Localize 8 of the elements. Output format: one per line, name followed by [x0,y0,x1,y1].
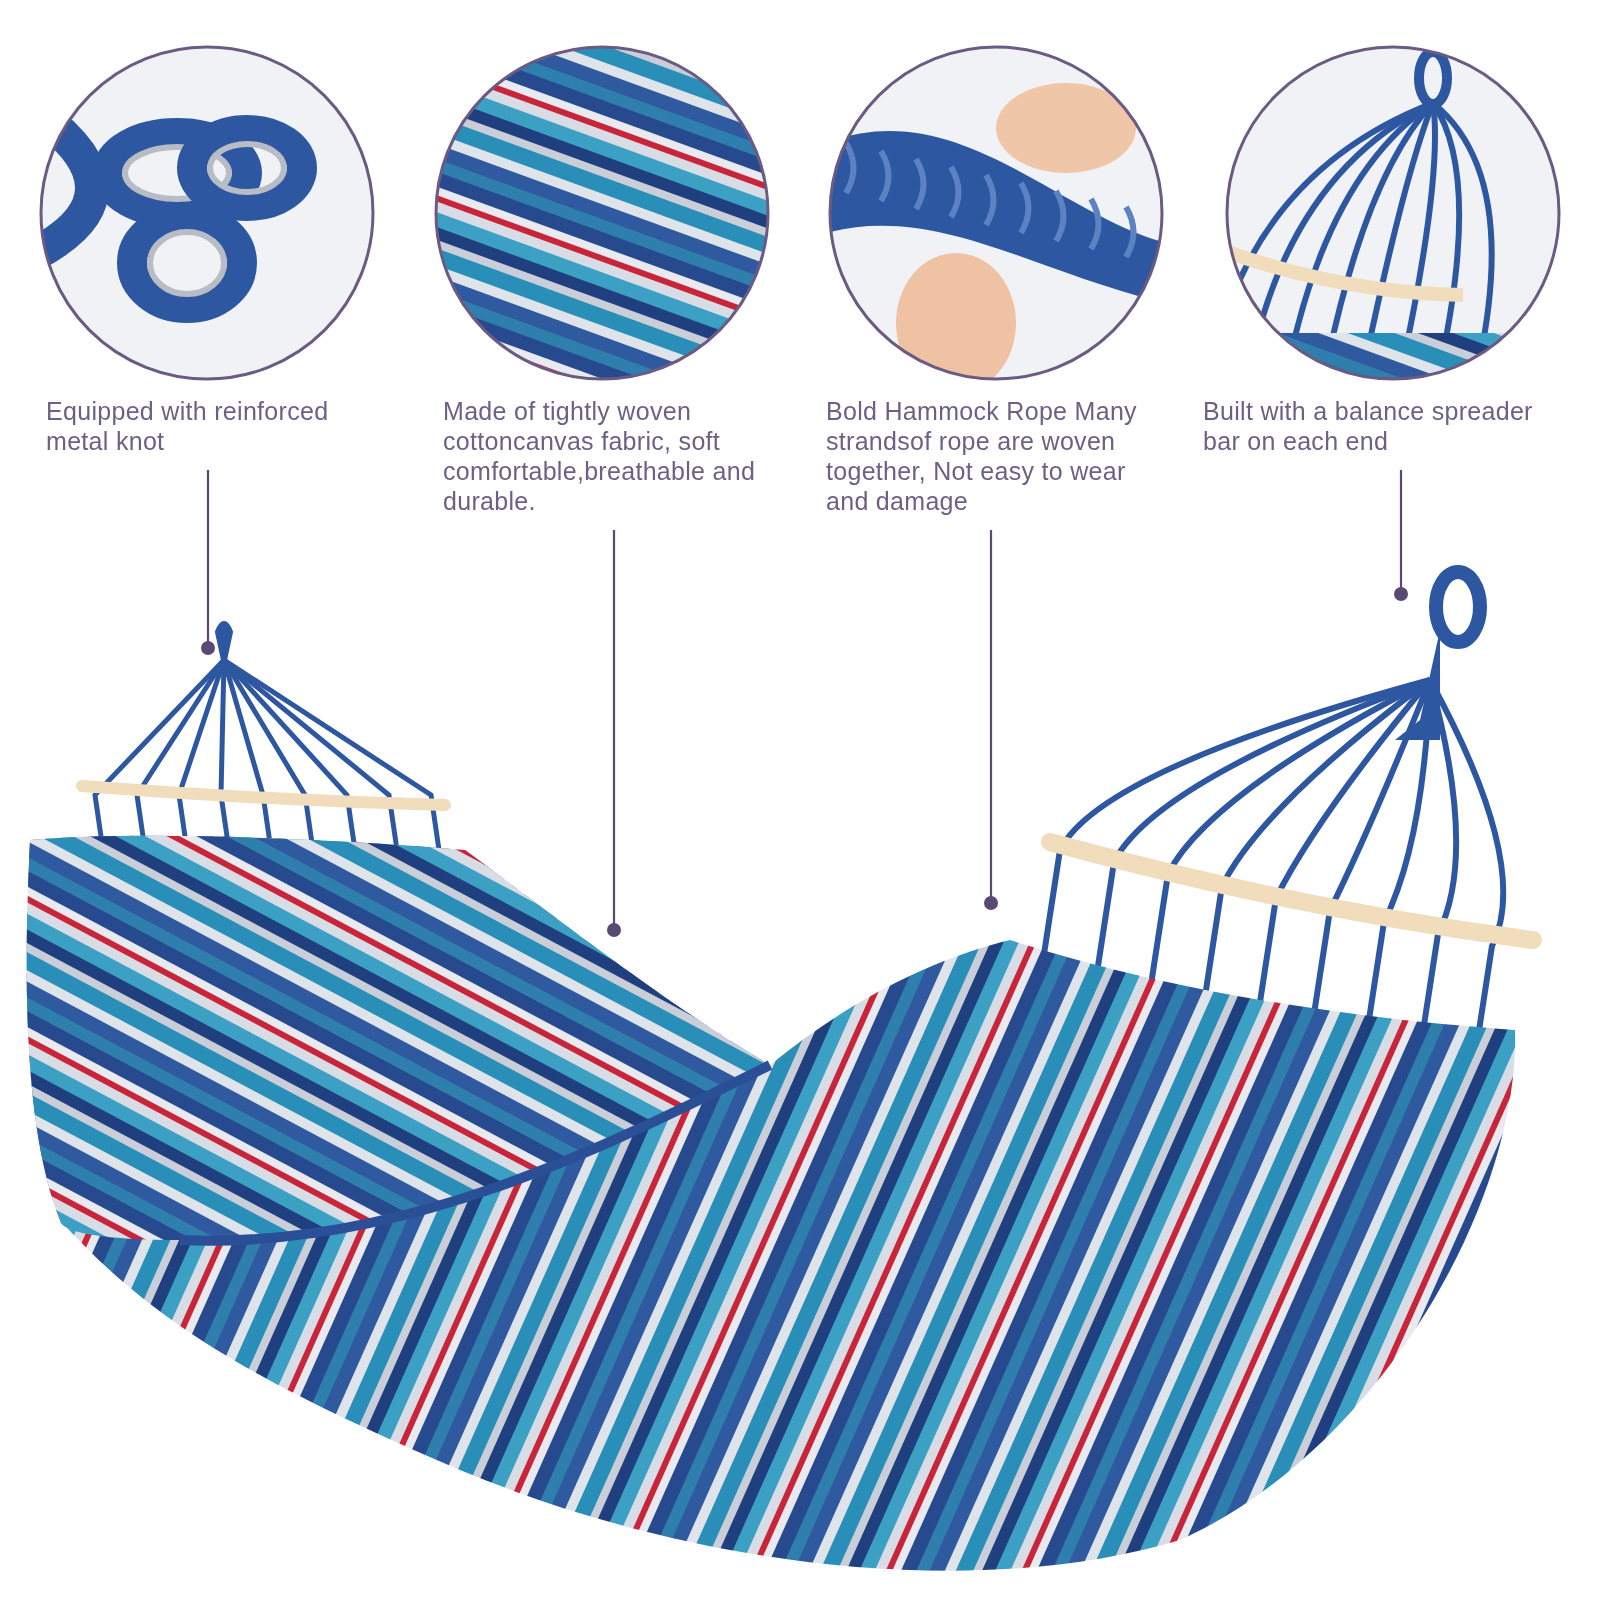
leader-line [984,530,998,910]
callout-text: Built with a balance spreader bar on each end [1203,396,1534,456]
callout-text: Equipped with reinforced metal knot [46,396,330,456]
leader-line [1394,470,1408,601]
leader-line [201,470,215,655]
callout-text: Bold Hammock Rope Many strandsof rope are woven together, Not easy to wear and damage [826,396,1138,516]
leader-line [607,530,621,937]
callout-text: Made of tightly woven cottoncanvas fabric, soft comfortable,breathable and durable. [443,396,757,516]
